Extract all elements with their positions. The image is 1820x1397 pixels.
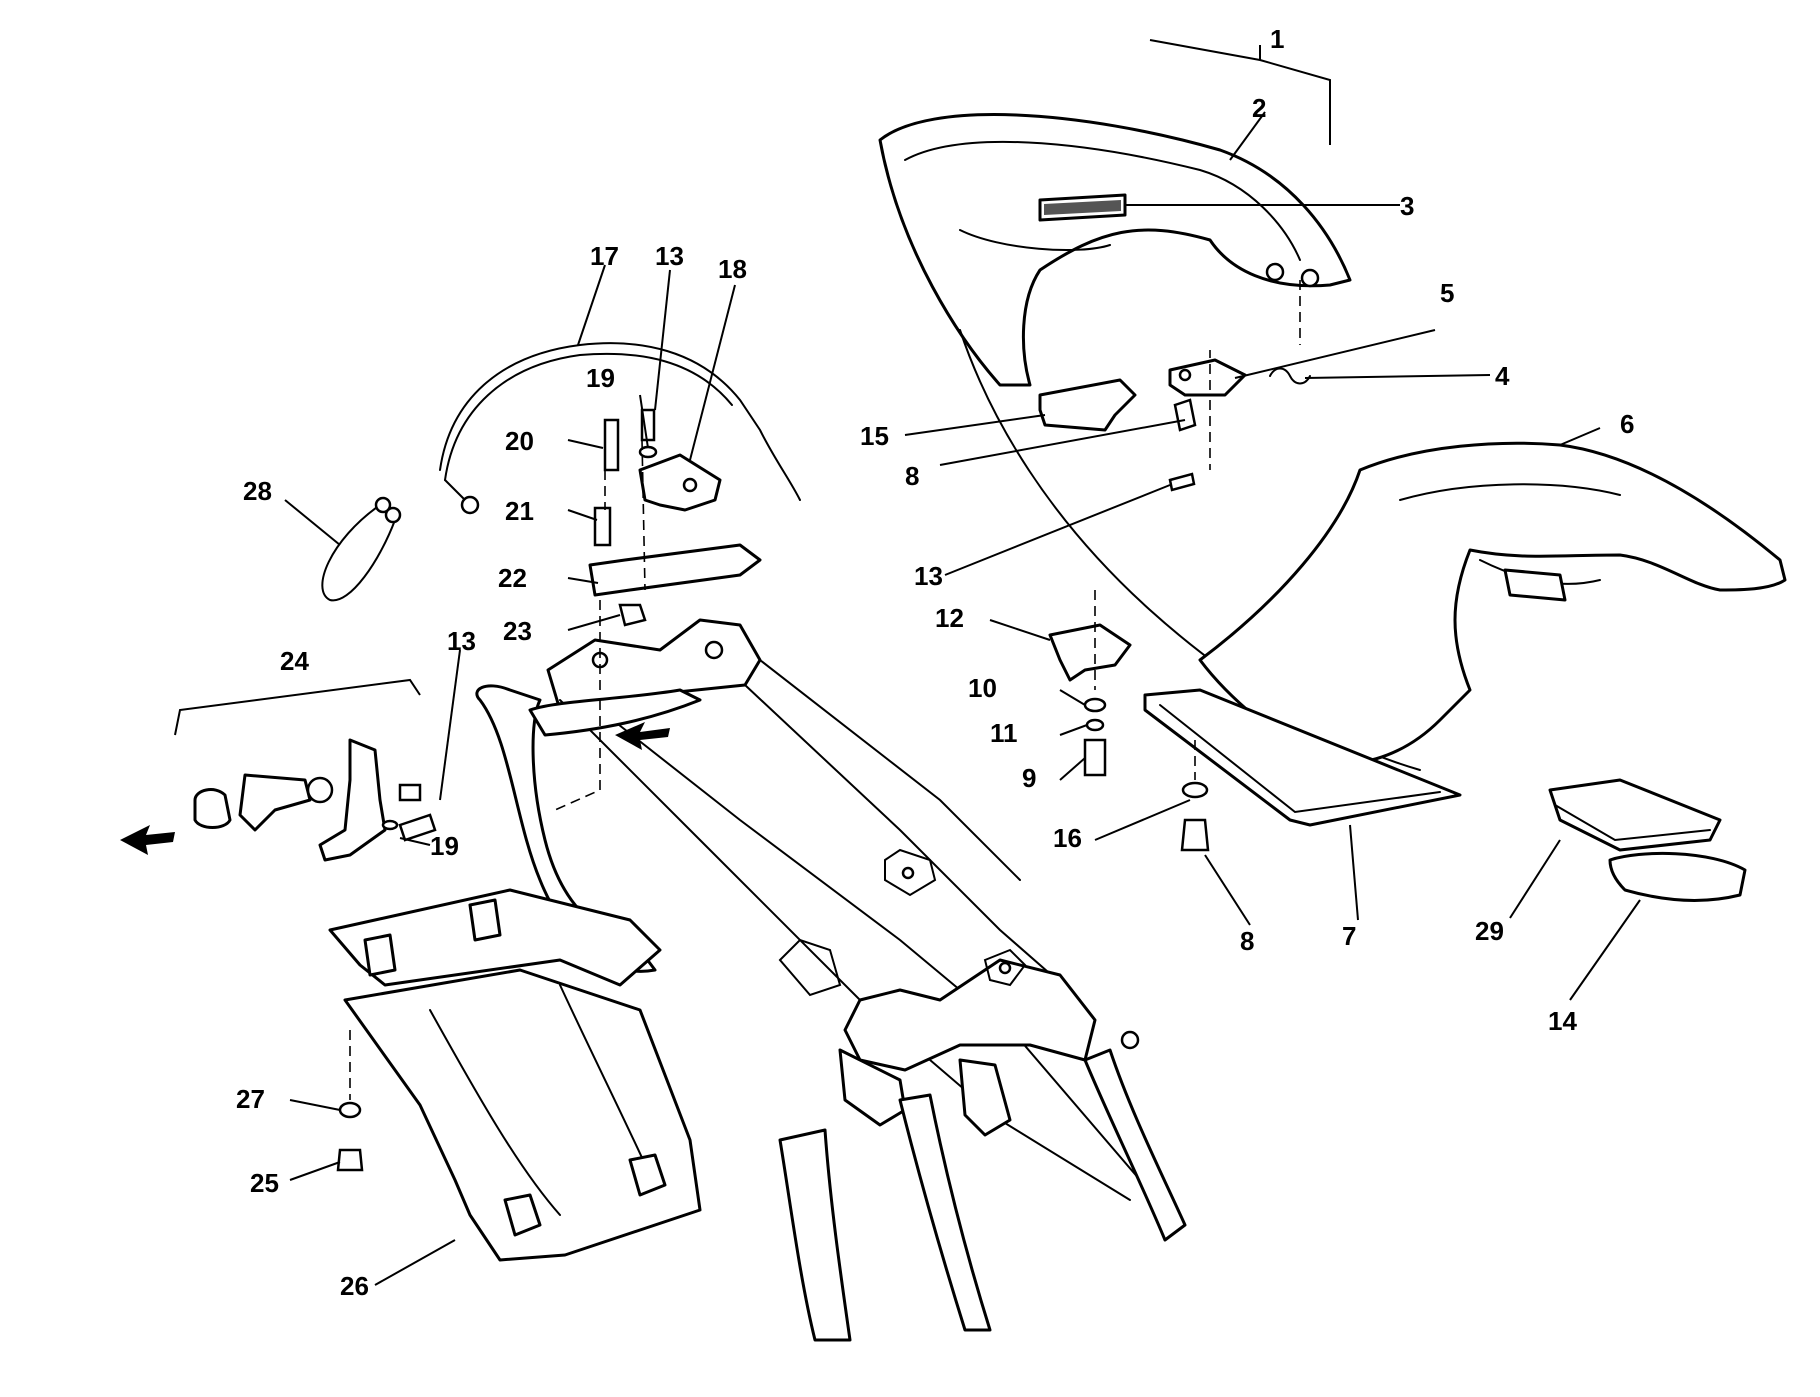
callout-20: 20 bbox=[505, 426, 534, 456]
callout-4: 4 bbox=[1495, 361, 1510, 391]
callout-8b: 8 bbox=[1240, 926, 1254, 956]
callout-19a: 19 bbox=[586, 363, 615, 393]
callout-8a: 8 bbox=[905, 461, 919, 491]
callout-26: 26 bbox=[340, 1271, 369, 1301]
callout-29: 29 bbox=[1475, 916, 1504, 946]
lock-assembly-24 bbox=[193, 738, 437, 862]
seat-6 bbox=[959, 329, 1787, 827]
callout-5: 5 bbox=[1440, 278, 1454, 308]
callout-22: 22 bbox=[498, 563, 527, 593]
callout-12: 12 bbox=[935, 603, 964, 633]
cable-assembly bbox=[321, 342, 801, 627]
callout-21: 21 bbox=[505, 496, 534, 526]
callout-18: 18 bbox=[718, 254, 747, 284]
callout-23: 23 bbox=[503, 616, 532, 646]
callout-9: 9 bbox=[1022, 763, 1036, 793]
callout-labels: 1 2 3 4 5 6 7 8 8 9 10 11 12 13 13 13 14… bbox=[236, 24, 1634, 1301]
callout-13c: 13 bbox=[914, 561, 943, 591]
callout-15: 15 bbox=[860, 421, 889, 451]
callout-19b: 19 bbox=[430, 831, 459, 861]
callout-11: 11 bbox=[990, 718, 1018, 748]
direction-arrow-left bbox=[120, 825, 175, 855]
callout-16: 16 bbox=[1053, 823, 1082, 853]
callout-24: 24 bbox=[280, 646, 309, 676]
callout-27: 27 bbox=[236, 1084, 265, 1114]
callout-28: 28 bbox=[243, 476, 272, 506]
callout-6: 6 bbox=[1620, 409, 1634, 439]
direction-arrow-upper bbox=[615, 722, 670, 750]
callout-10: 10 bbox=[968, 673, 997, 703]
callout-2: 2 bbox=[1252, 93, 1266, 123]
brackets-right bbox=[1038, 262, 1747, 902]
callout-13b: 13 bbox=[447, 626, 476, 656]
callout-7: 7 bbox=[1342, 921, 1356, 951]
callout-14: 14 bbox=[1548, 1006, 1577, 1036]
callout-3: 3 bbox=[1400, 191, 1414, 221]
callout-25: 25 bbox=[250, 1168, 279, 1198]
callout-13a: 13 bbox=[655, 241, 684, 271]
callout-1: 1 bbox=[1270, 24, 1284, 54]
seat-cowl-2 bbox=[878, 113, 1352, 387]
callout-17: 17 bbox=[590, 241, 619, 271]
rear-frame bbox=[475, 618, 1187, 1342]
leader-lines bbox=[284, 111, 1641, 1286]
undertray-26 bbox=[328, 888, 702, 1262]
